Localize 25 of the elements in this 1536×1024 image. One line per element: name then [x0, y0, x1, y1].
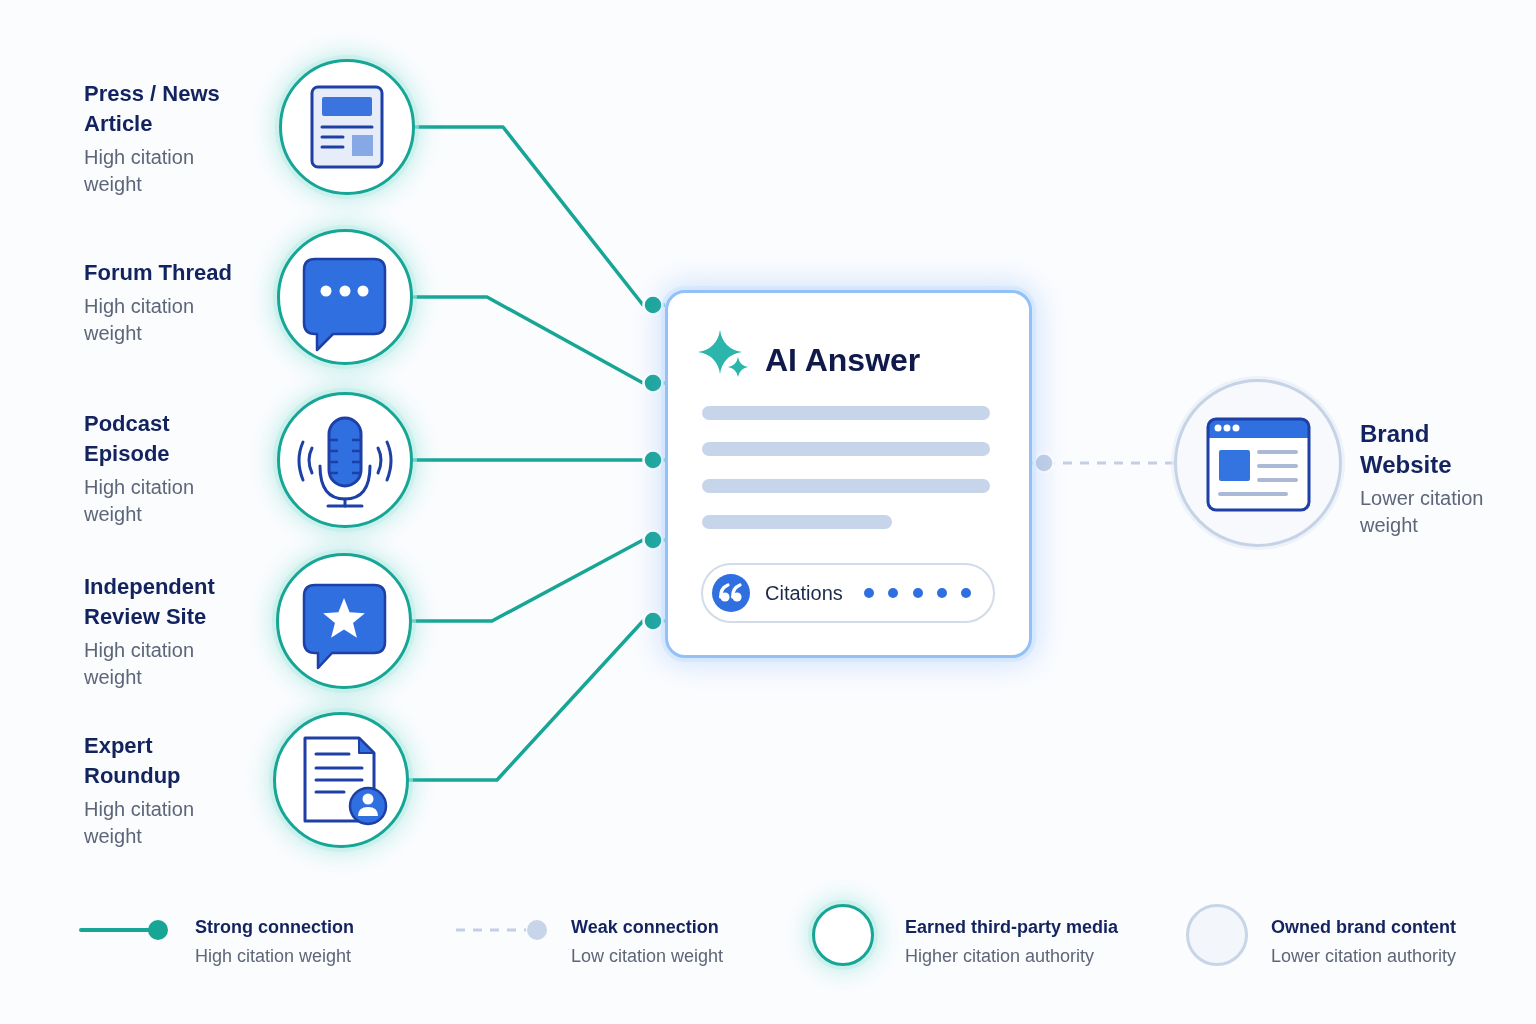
connector-line [413, 295, 665, 394]
node-note: Lower citation weight [1360, 486, 1485, 538]
connector-line [415, 125, 665, 316]
node-note: High citation weight [84, 797, 196, 849]
node-note: High citation weight [84, 475, 196, 527]
node-title: Press / News Article [84, 80, 221, 138]
connector-line [413, 449, 665, 471]
legend-text: Weak connection Low citation weight [571, 916, 724, 968]
node-note: High citation weight [84, 638, 196, 690]
answer-card [665, 290, 1032, 658]
connector-line [412, 529, 665, 623]
legend-text: Earned third-party media Higher citation authority [905, 916, 1119, 968]
node-title: Forum Thread [84, 259, 233, 287]
card-title: AI Answer [765, 341, 921, 379]
legend-text: Strong connection High citation weight [195, 916, 354, 968]
node-note: High citation weight [84, 294, 196, 346]
node-note: High citation weight [84, 145, 196, 197]
node-title: Independent Review Site [84, 573, 216, 631]
node-title: Brand Website [1360, 419, 1453, 480]
node-title: Podcast Episode [84, 410, 171, 468]
connector-line [409, 610, 665, 782]
citations-strip [701, 563, 995, 623]
node-title: Expert Roundup [84, 732, 182, 790]
legend-text: Owned brand content Lower citation authority [1271, 916, 1457, 968]
citations-label: Citations [765, 581, 843, 605]
